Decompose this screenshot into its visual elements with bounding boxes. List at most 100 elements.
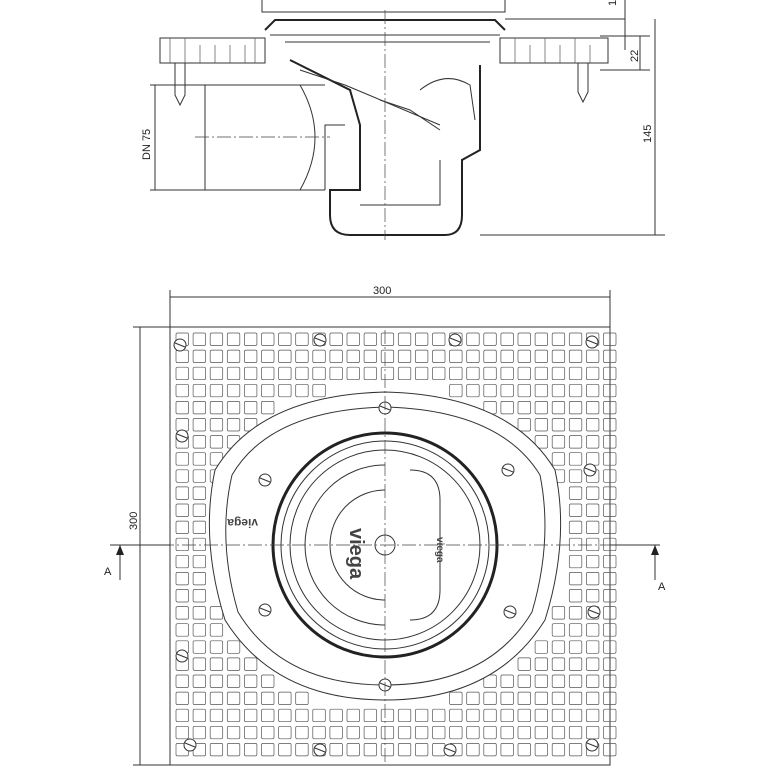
grid-cell bbox=[568, 503, 583, 517]
grate-outline bbox=[261, 0, 506, 13]
grid-cell bbox=[534, 435, 548, 449]
grid-cell bbox=[346, 743, 360, 757]
grid-cell bbox=[415, 708, 429, 723]
grid-cell bbox=[586, 708, 600, 723]
grid-cell bbox=[295, 349, 309, 363]
grid-cell bbox=[346, 725, 360, 740]
grid-cell bbox=[363, 349, 377, 363]
grid-cell bbox=[568, 657, 583, 671]
grid-cell bbox=[175, 606, 189, 620]
grid-cell bbox=[278, 691, 292, 705]
grid-cell bbox=[586, 623, 600, 637]
grid-cell bbox=[534, 640, 548, 654]
grid-cell bbox=[603, 383, 617, 398]
grid-cell bbox=[586, 589, 600, 603]
grid-cell bbox=[603, 725, 617, 740]
outlet-pipe bbox=[204, 84, 325, 191]
grid-cell bbox=[586, 657, 600, 671]
grid-cell bbox=[261, 349, 275, 363]
grid-cell bbox=[603, 503, 617, 517]
grid-cell bbox=[415, 725, 429, 740]
dim-outlet-label: DN 75 bbox=[141, 129, 153, 160]
grid-cell bbox=[432, 743, 446, 757]
grid-cell bbox=[261, 401, 275, 415]
grid-cell bbox=[244, 674, 258, 688]
grid-cell bbox=[175, 469, 189, 483]
dim-top-label: 1 bbox=[607, 0, 619, 6]
grid-cell bbox=[226, 743, 241, 757]
grid-cell bbox=[432, 708, 446, 723]
grid-cell bbox=[483, 691, 497, 705]
grid-cell bbox=[209, 725, 224, 740]
grid-cell bbox=[586, 520, 600, 534]
grid-cell bbox=[226, 691, 241, 705]
grid-cell bbox=[415, 349, 429, 363]
grid-cell bbox=[551, 743, 566, 757]
grid-cell bbox=[568, 418, 583, 432]
grid-cell bbox=[295, 743, 309, 757]
grid-cell bbox=[603, 589, 617, 603]
grid-cell bbox=[244, 366, 258, 381]
screw-slot bbox=[259, 607, 271, 613]
grid-cell bbox=[244, 691, 258, 705]
grid-cell bbox=[380, 708, 395, 723]
screw-slot bbox=[449, 337, 461, 343]
grid-cell bbox=[586, 674, 600, 688]
grid-cell bbox=[209, 674, 224, 688]
grid-cell bbox=[534, 332, 548, 346]
grid-cell bbox=[312, 349, 326, 363]
grid-cell bbox=[534, 366, 548, 381]
grid-cell bbox=[568, 486, 583, 500]
grid-cell bbox=[346, 332, 360, 346]
grid-cell bbox=[517, 725, 531, 740]
grid-cell bbox=[261, 691, 275, 705]
grid-cell bbox=[209, 640, 224, 654]
grid-cell bbox=[175, 725, 189, 740]
grid-cell bbox=[603, 366, 617, 381]
grid-cell bbox=[192, 332, 206, 346]
screw-slot bbox=[259, 477, 271, 483]
grid-cell bbox=[209, 657, 224, 671]
grid-cell bbox=[209, 332, 224, 346]
grid-cell bbox=[603, 674, 617, 688]
dim-width-line bbox=[169, 290, 611, 327]
grid-cell bbox=[175, 691, 189, 705]
grid-cell bbox=[586, 640, 600, 654]
centerlines bbox=[160, 330, 610, 765]
grid-cell bbox=[380, 366, 395, 381]
grid-cell bbox=[209, 435, 224, 449]
grid-cell bbox=[226, 349, 241, 363]
grid-cell bbox=[500, 349, 514, 363]
grid-cell bbox=[551, 674, 566, 688]
grid-cell bbox=[226, 674, 241, 688]
grid-cell bbox=[226, 332, 241, 346]
grid-cell bbox=[551, 452, 566, 466]
grid-cell bbox=[500, 674, 514, 688]
grid-cell bbox=[192, 572, 206, 586]
grid-cell bbox=[603, 743, 617, 757]
grid-cell bbox=[192, 725, 206, 740]
grid-cell bbox=[483, 743, 497, 757]
grid-cell bbox=[603, 606, 617, 620]
grid-cell bbox=[449, 708, 463, 723]
grid-cell bbox=[466, 349, 480, 363]
grid-cell bbox=[175, 623, 189, 637]
grid-cell bbox=[466, 332, 480, 346]
grid-cell bbox=[261, 674, 275, 688]
grid-cell bbox=[192, 366, 206, 381]
grid-cell bbox=[192, 640, 206, 654]
screw-slot bbox=[314, 337, 326, 343]
grid-cell bbox=[466, 725, 480, 740]
grid-cell bbox=[278, 332, 292, 346]
grid-cell bbox=[329, 349, 343, 363]
grid-cell bbox=[192, 520, 206, 534]
grid-cell bbox=[568, 708, 583, 723]
grid-cell bbox=[534, 383, 548, 398]
grid-cell bbox=[295, 708, 309, 723]
grid-cell bbox=[175, 674, 189, 688]
grid-cell bbox=[500, 401, 514, 415]
grid-cell bbox=[192, 674, 206, 688]
grid-cell bbox=[483, 349, 497, 363]
grid-cell bbox=[175, 401, 189, 415]
grid-cell bbox=[192, 606, 206, 620]
